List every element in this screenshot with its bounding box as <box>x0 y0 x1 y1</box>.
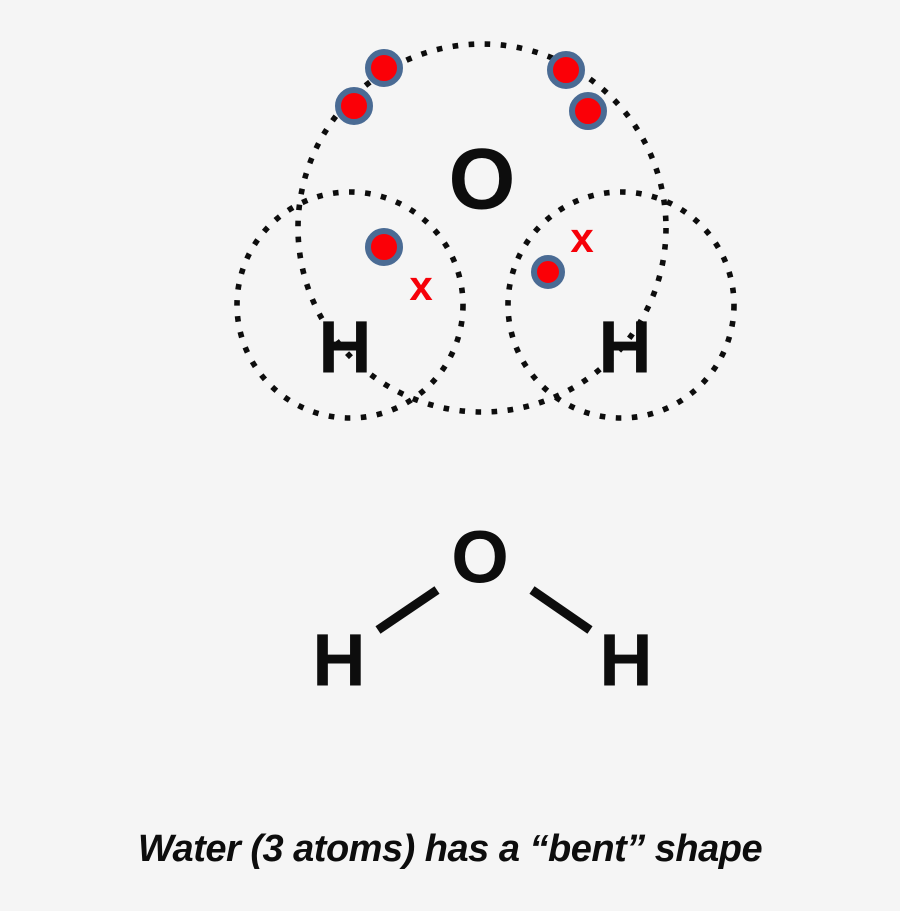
shape-bond-lines <box>375 586 593 634</box>
oxygen-lone-electron-1 <box>365 49 403 87</box>
hydrogen-shell-left-label: H <box>318 306 371 389</box>
bonding-electron-left <box>365 228 403 266</box>
bond-oxygen-hydrogen-left <box>375 586 440 634</box>
electron-cross-group: xx <box>409 214 594 309</box>
shape-atom-oxygen: O <box>451 516 509 599</box>
shape-atom-hydrogen-left: H <box>312 619 365 702</box>
oxygen-shell <box>295 41 669 415</box>
hydrogen-shell-right-label: H <box>598 306 651 389</box>
oxygen-shell-label: O <box>449 132 516 228</box>
oxygen-lone-electron-3 <box>547 51 585 89</box>
electron-shell-circles <box>234 41 737 421</box>
oxygen-lone-electron-4 <box>569 92 607 130</box>
electron-dots-group <box>335 49 607 289</box>
hydrogen-shell-right <box>505 189 737 421</box>
shape-atom-hydrogen-right: H <box>599 619 652 702</box>
bent-shape-diagram: O H H <box>312 516 652 702</box>
hydrogen-cross-right: x <box>570 214 594 261</box>
shape-atom-labels: O H H <box>312 516 652 702</box>
shell-atom-labels: OH H <box>318 132 651 389</box>
bonding-electron-right <box>531 255 565 289</box>
bond-oxygen-hydrogen-right <box>529 586 593 634</box>
figure-caption: Water (3 atoms) has a “bent” shape <box>138 828 763 870</box>
hydrogen-shell-left <box>234 189 466 421</box>
hydrogen-cross-left: x <box>409 262 433 309</box>
oxygen-lone-electron-2 <box>335 87 373 125</box>
